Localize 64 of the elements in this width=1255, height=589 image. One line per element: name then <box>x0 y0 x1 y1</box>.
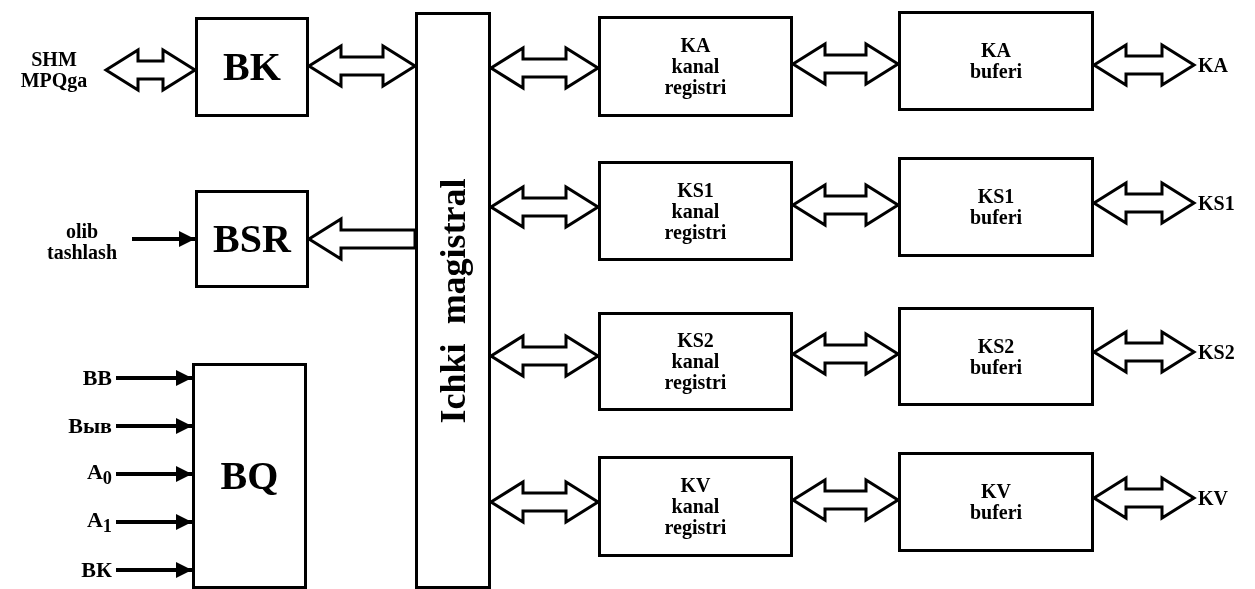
signal-label: olib tashlash <box>46 221 118 263</box>
block-label: BK <box>223 46 281 88</box>
signal-label: KA <box>1198 54 1228 76</box>
block-description: kanal registri <box>663 200 728 243</box>
double-bus-arrow <box>1091 180 1197 226</box>
arrow <box>116 514 192 530</box>
block-title: KA <box>981 40 1011 61</box>
process-box <box>598 16 793 117</box>
signal-label: Выв <box>68 414 112 438</box>
double-bus-arrow <box>488 479 601 525</box>
double-bus-arrow <box>790 41 901 87</box>
arrow <box>116 418 192 434</box>
process-box <box>192 363 307 589</box>
arrow <box>116 562 192 578</box>
block-label: Ichki magistral <box>434 178 472 423</box>
double-bus-arrow <box>488 184 601 230</box>
block-description: kanal registri <box>663 496 728 538</box>
bus-block <box>415 12 491 589</box>
block-title: KV <box>981 481 1011 502</box>
signal-label: BB <box>82 366 112 390</box>
block-title: KS2 <box>677 330 714 351</box>
process-box <box>598 161 793 261</box>
signal-label: A$_{0}$ <box>86 459 112 489</box>
process-box <box>898 157 1094 257</box>
signal-label: ВК <box>81 558 112 582</box>
signal-label: KV <box>1198 487 1228 509</box>
double-bus-arrow <box>790 477 901 523</box>
double-bus-arrow <box>1091 42 1197 88</box>
arrow <box>132 231 195 247</box>
block-title: KS2 <box>977 335 1015 357</box>
double-bus-arrow <box>790 182 901 228</box>
block-description: kanal registri <box>663 56 728 98</box>
arrow <box>116 370 192 386</box>
block-title: KA <box>680 35 711 56</box>
block-title: KS1 <box>677 179 714 201</box>
double-bus-arrow <box>790 331 901 377</box>
double-bus-arrow <box>103 47 198 93</box>
double-bus-arrow <box>1091 329 1197 375</box>
arrow <box>116 466 192 482</box>
process-box <box>598 312 793 411</box>
block-title: KS1 <box>977 186 1015 207</box>
signal-label: KS1 <box>1198 192 1235 214</box>
block-description: kanal registri <box>663 351 728 393</box>
block-description: buferi <box>968 502 1024 523</box>
process-box <box>195 190 309 288</box>
process-box <box>898 452 1094 552</box>
double-bus-arrow <box>306 43 418 89</box>
process-box <box>598 456 793 557</box>
double-bus-arrow <box>488 333 601 379</box>
block-description: buferi <box>968 356 1024 378</box>
signal-label: SHM MPQga <box>19 49 89 91</box>
process-box <box>898 307 1094 406</box>
signal-label: A$_{1}$ <box>86 507 112 537</box>
block-description: buferi <box>968 207 1024 228</box>
bus-arrow <box>306 216 417 262</box>
signal-label: KS2 <box>1198 341 1235 363</box>
double-bus-arrow <box>488 45 601 91</box>
block-title: KV <box>680 475 711 496</box>
block-label: BSR <box>213 218 291 260</box>
block-description: buferi <box>968 61 1024 82</box>
process-box <box>195 17 309 117</box>
process-box <box>898 11 1094 111</box>
block-label: BQ <box>220 455 279 497</box>
double-bus-arrow <box>1091 475 1197 521</box>
